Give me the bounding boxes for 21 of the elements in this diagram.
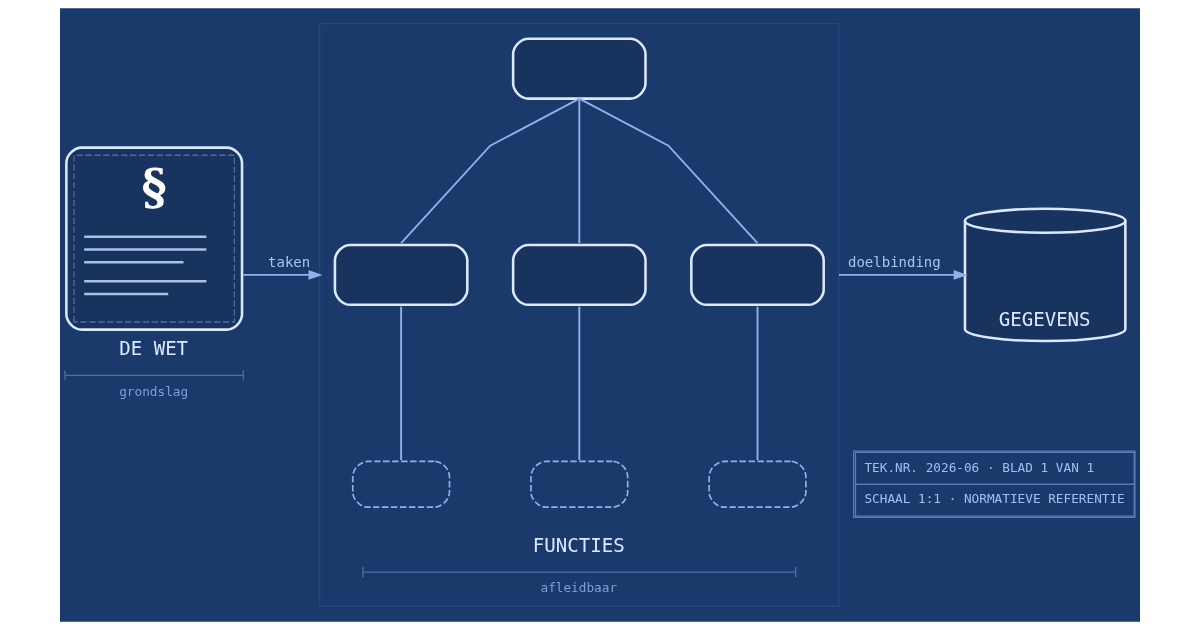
- connector: [578, 97, 759, 245]
- node-box: [511, 243, 647, 307]
- edge-label: taken: [268, 254, 311, 271]
- node-box: [351, 460, 451, 509]
- connector: [578, 305, 581, 462]
- node-box: [708, 460, 807, 509]
- connector: [400, 305, 403, 462]
- connector: [400, 97, 581, 245]
- connector: [578, 97, 581, 245]
- node-box: [530, 460, 629, 509]
- arrow: [242, 270, 323, 280]
- label: SCHAAL 1:1 · NORMATIEVE REFERENTIE: [864, 491, 1125, 507]
- arrow: [838, 270, 968, 280]
- node-box: [690, 243, 825, 307]
- node-label: grondslag: [119, 383, 189, 399]
- edge-label: doelbinding: [847, 254, 941, 271]
- label: TEK.NR. 2026-06 · BLAD 1 VAN 1: [864, 459, 1095, 475]
- node-label: afleidbaar: [540, 580, 618, 596]
- node-box: [333, 243, 469, 307]
- node-box: [511, 37, 647, 100]
- connector: [756, 305, 759, 462]
